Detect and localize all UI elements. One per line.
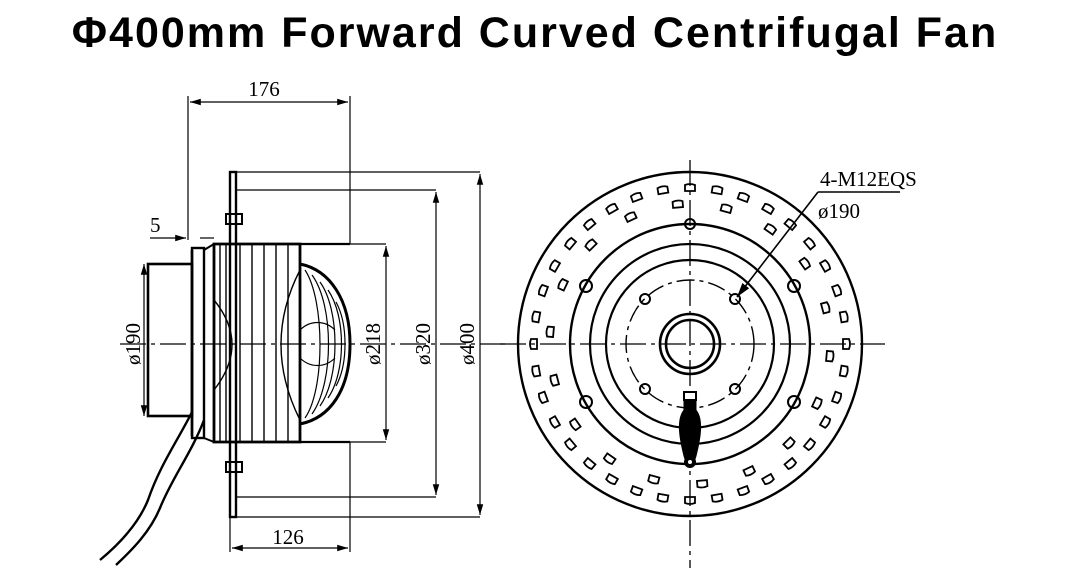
rim-slot — [819, 301, 831, 315]
mount-bolt-bottom — [225, 461, 243, 473]
rim-slots — [529, 183, 851, 505]
rim-slot — [563, 437, 578, 452]
rim-slot — [818, 414, 832, 429]
rim-slot — [802, 437, 817, 452]
rim-slot — [549, 373, 561, 387]
rim-slot — [736, 191, 751, 204]
rim-slot — [529, 338, 538, 350]
callout-4-m12eqs: 4-M12EQS — [820, 167, 917, 191]
bolt-holes-large — [579, 218, 801, 409]
rim-slot — [760, 472, 775, 486]
rim-slot — [719, 203, 733, 215]
power-cable — [99, 411, 194, 561]
rim-slot — [802, 236, 817, 251]
rim-slot — [710, 492, 724, 503]
rim-slot — [605, 472, 620, 486]
rim-slot — [584, 238, 598, 252]
rim-slot — [629, 484, 644, 497]
dim-5: 5 — [150, 213, 161, 237]
rim-slot — [531, 310, 542, 324]
rim-slot — [671, 199, 685, 209]
rim-slot — [838, 310, 849, 324]
cable-gland — [678, 399, 702, 463]
rim-slot — [656, 492, 670, 503]
rim-slot — [684, 183, 696, 192]
m12-holes — [639, 293, 741, 395]
dim-d218: ø218 — [361, 323, 385, 365]
dim-126: 126 — [272, 525, 304, 549]
hub-inner — [664, 318, 716, 370]
motor-dome-fins — [299, 269, 346, 419]
outer-rim — [516, 170, 864, 518]
motor-body — [146, 262, 194, 418]
rim-slot — [830, 283, 843, 298]
impeller-blades — [213, 244, 301, 442]
rim-slot — [783, 217, 798, 232]
mount-bolt-top — [225, 213, 243, 225]
rim-slot — [810, 396, 823, 411]
rim-slot — [760, 202, 775, 216]
diagram-title: Φ400mm Forward Curved Centrifugal Fan — [71, 9, 999, 57]
flange — [190, 246, 206, 440]
rim-slot — [782, 436, 796, 450]
rim-slot — [763, 222, 778, 236]
rim-slot — [656, 185, 670, 196]
rim-slot — [629, 191, 644, 204]
rim-slot — [548, 414, 562, 429]
side-view: 176 126 5 ø190 ø218 ø320 ø400 — [99, 77, 505, 566]
rim-slot — [548, 259, 562, 274]
rim-slot — [582, 217, 597, 232]
rim-slot — [545, 325, 555, 339]
dim-d190-side: ø190 — [121, 323, 145, 365]
rim-slot — [537, 390, 550, 405]
rim-slot — [742, 464, 757, 477]
rim-slot — [838, 364, 849, 378]
motor-dome — [299, 262, 352, 426]
rim-slot — [557, 277, 570, 292]
rim-slot — [531, 364, 542, 378]
rim-slot — [602, 452, 617, 466]
rim-slot — [647, 473, 661, 485]
rim-slot — [695, 479, 709, 489]
rim-slot — [736, 484, 751, 497]
hub-outer — [658, 312, 722, 376]
rim-slot — [537, 283, 550, 298]
rim-slot — [684, 496, 696, 505]
rim-slot — [842, 338, 851, 350]
callout-pcd-190: ø190 — [818, 199, 860, 223]
rim-slot — [825, 349, 835, 363]
rim-slot — [563, 236, 578, 251]
dim-d320: ø320 — [411, 323, 435, 365]
rim-slot — [783, 456, 798, 471]
callout-leader — [736, 191, 819, 298]
rim-slot — [830, 390, 843, 405]
dim-d400: ø400 — [455, 323, 479, 365]
rim-slot — [582, 456, 597, 471]
rim-slot — [818, 259, 832, 274]
rim-slot — [710, 185, 724, 196]
front-view: 4-M12EQS ø190 — [500, 160, 917, 568]
rim-slot — [568, 417, 582, 432]
rim-slot — [798, 256, 812, 271]
rim-slot — [623, 211, 638, 224]
impeller-body — [212, 242, 302, 444]
rim-slot — [605, 202, 620, 216]
dim-176: 176 — [248, 77, 280, 101]
front-plate — [228, 170, 238, 519]
